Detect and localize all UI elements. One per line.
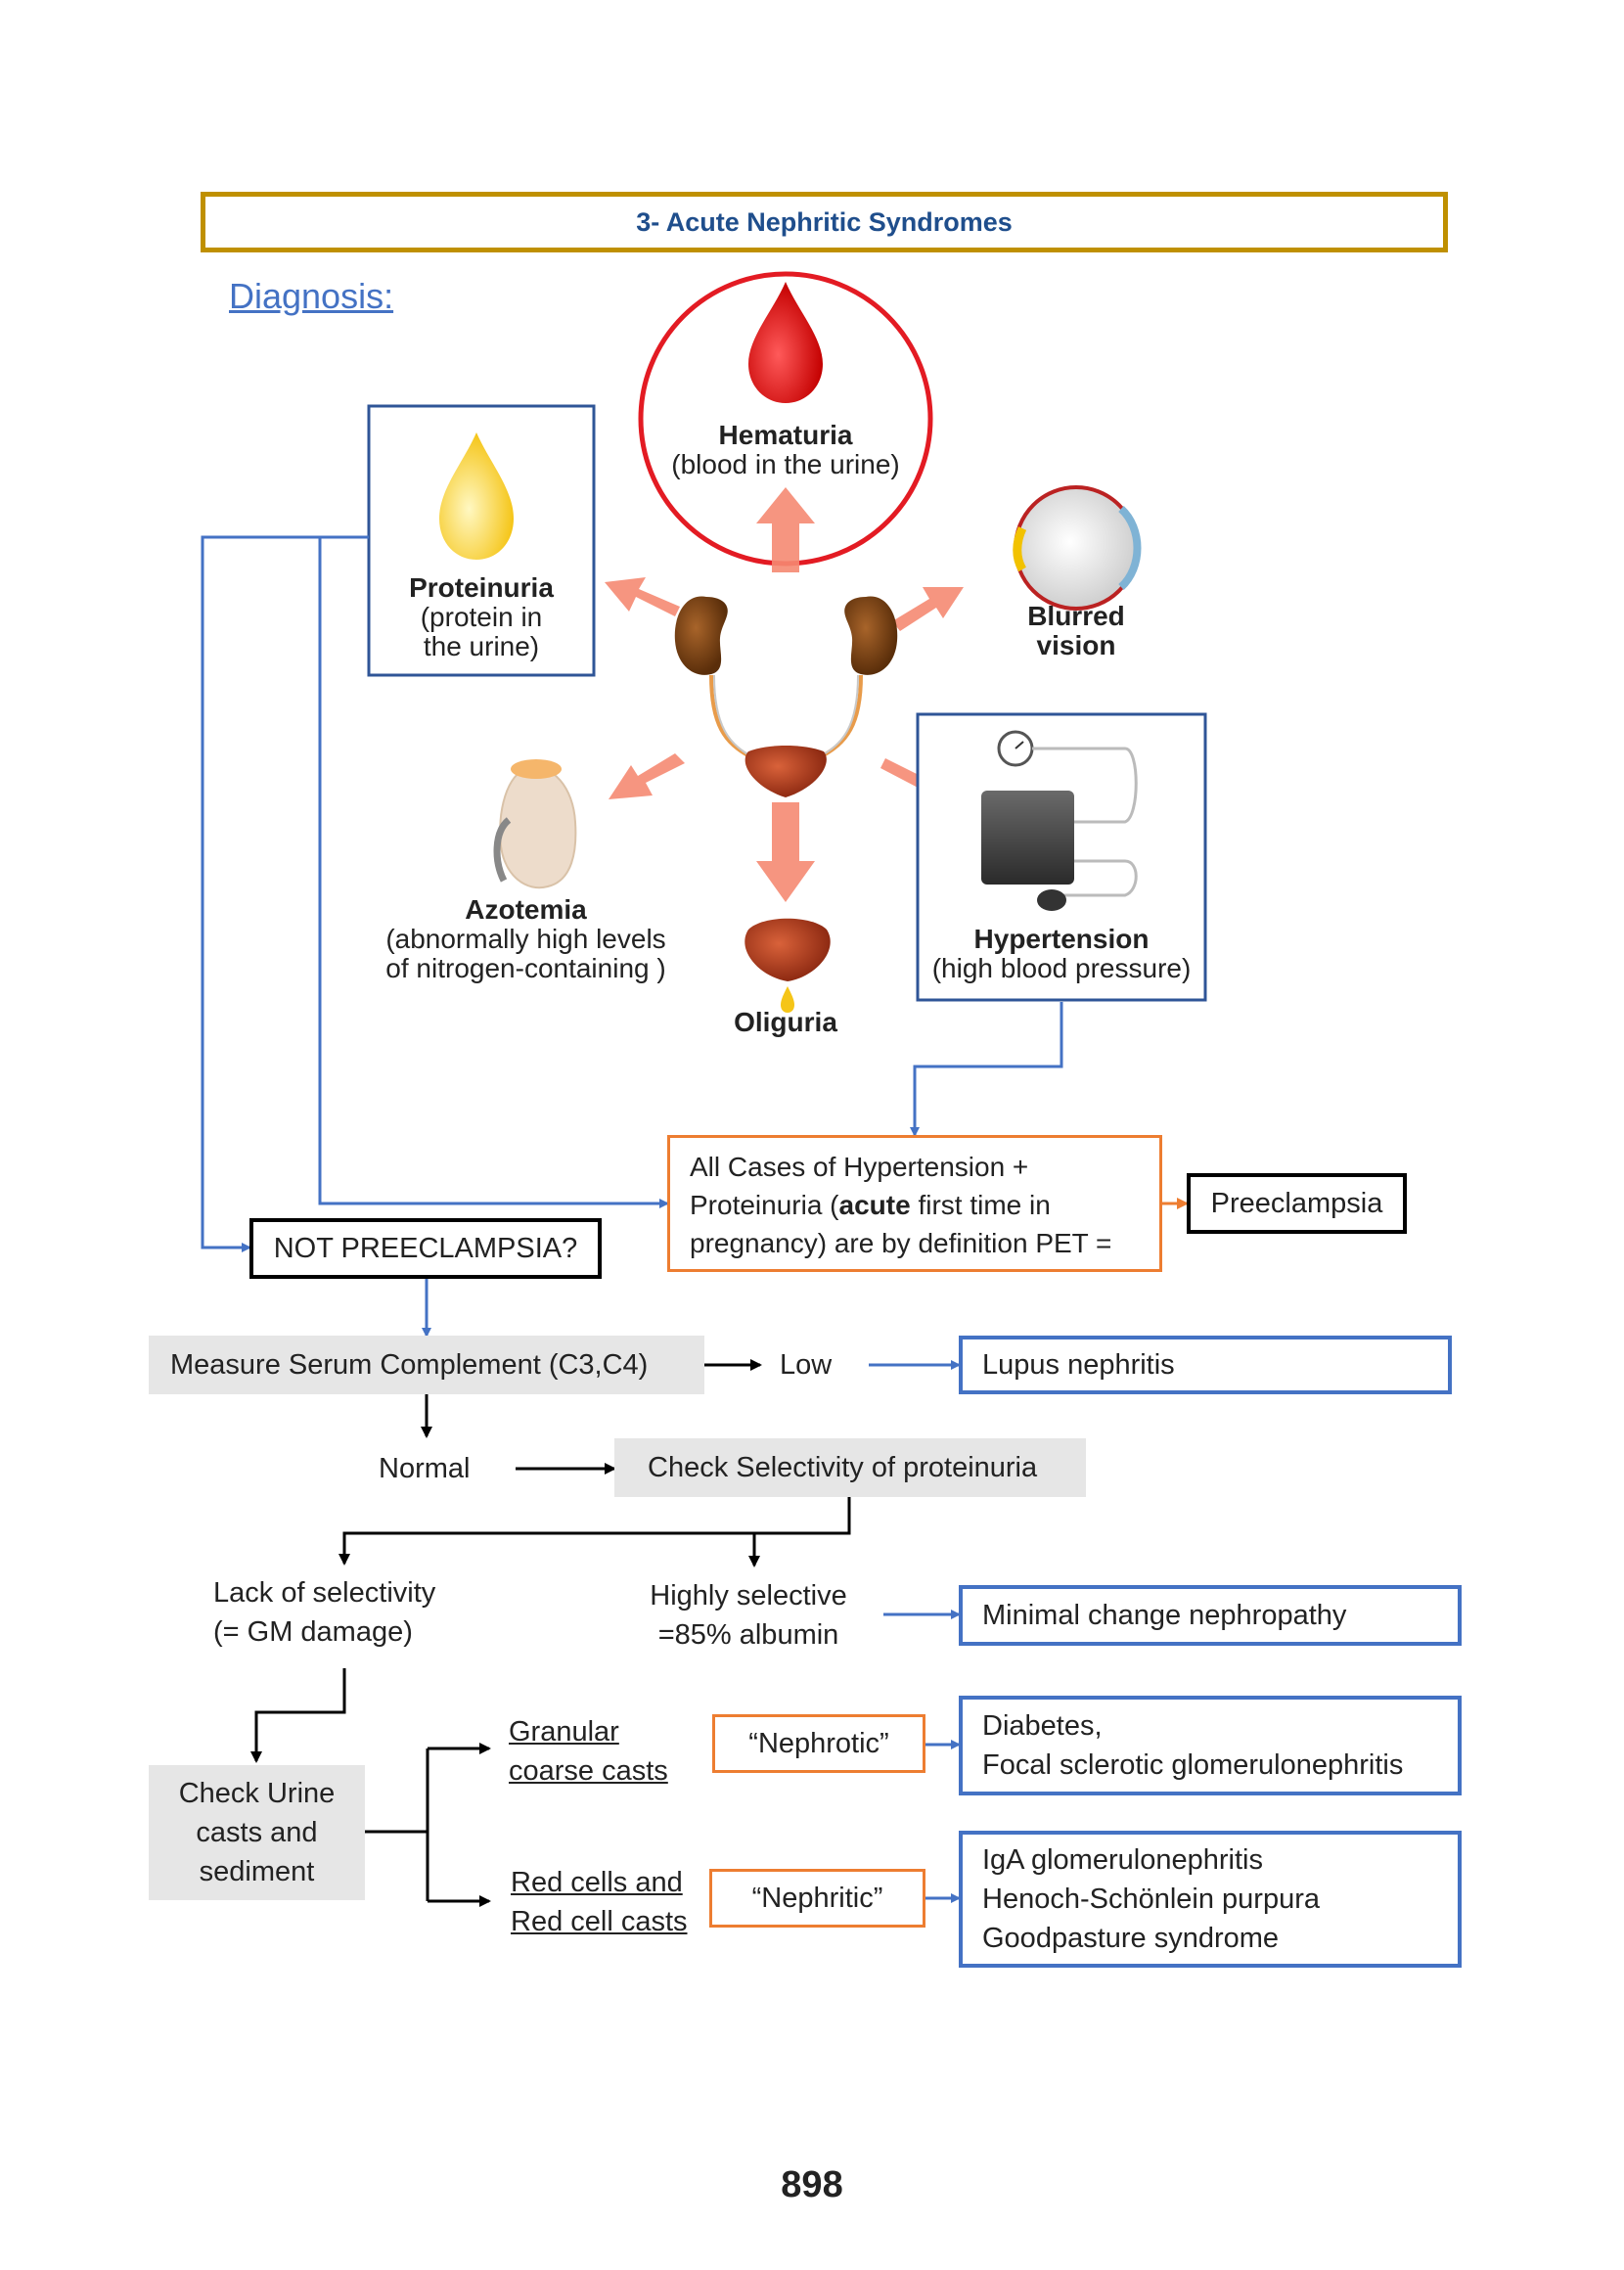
proteinuria-sub-1: (protein in	[420, 602, 543, 632]
check-urine-line-1: Check Urine	[178, 1778, 336, 1809]
section-title: 3- Acute Nephritic Syndromes	[201, 192, 1448, 252]
diabetes-box: Diabetes, Focal sclerotic glomerulonephr…	[959, 1696, 1462, 1795]
red-cells-line-2: Red cell casts	[511, 1906, 688, 1937]
arrow-upper-left	[605, 577, 680, 616]
check-urine-box: Check Urine casts and sediment	[149, 1765, 365, 1900]
eye-icon	[1013, 485, 1142, 611]
minimal-change-box: Minimal change nephropathy	[959, 1585, 1462, 1646]
normal-label: Normal	[379, 1453, 471, 1484]
arrow-up	[756, 487, 815, 572]
hematuria-title: Hematuria	[718, 420, 853, 450]
azotemia-sub-1: (abnormally high levels	[385, 924, 666, 954]
iga-line-1: IgA glomerulonephritis	[982, 1844, 1263, 1876]
diabetes-line-1: Diabetes,	[982, 1710, 1103, 1742]
right-kidney-icon	[844, 596, 898, 675]
proteinuria-label: Proteinuria (protein in the urine)	[372, 573, 591, 661]
blurred-vision-line-2: vision	[1036, 630, 1116, 660]
pet-line-3: pregnancy) are by definition PET =	[690, 1228, 1112, 1258]
bladder-icon	[744, 746, 827, 797]
blurred-vision-label: Blurred vision	[978, 602, 1174, 660]
pet-line-2-bold: acute	[838, 1190, 911, 1220]
iga-box: IgA glomerulonephritis Henoch-Schönlein …	[959, 1831, 1462, 1968]
pet-line-1: All Cases of Hypertension +	[690, 1152, 1029, 1182]
azotemia-icon	[493, 759, 577, 889]
proteinuria-title: Proteinuria	[409, 572, 554, 603]
lupus-box: Lupus nephritis	[959, 1336, 1452, 1394]
preeclampsia-box: Preeclampsia	[1187, 1173, 1407, 1234]
hematuria-sub: (blood in the urine)	[671, 449, 900, 479]
azotemia-title: Azotemia	[465, 894, 587, 925]
red-cells-line-1: Red cells and	[511, 1867, 683, 1898]
highly-selective-line-2: =85% albumin	[657, 1619, 839, 1651]
black-connectors	[250, 1359, 851, 1907]
arrow-lower-left	[609, 753, 685, 799]
low-label: Low	[780, 1349, 833, 1381]
nephrotic-box: “Nephrotic”	[712, 1714, 925, 1773]
diagnosis-label: Diagnosis:	[229, 276, 394, 316]
page-number: 898	[781, 2164, 843, 2205]
granular-label: Granular coarse casts	[509, 1712, 668, 1791]
pet-definition-box: All Cases of Hypertension + Proteinuria …	[667, 1135, 1162, 1272]
iga-line-3: Goodpasture syndrome	[982, 1923, 1280, 1954]
iga-line-2: Henoch-Schönlein purpura	[982, 1884, 1320, 1915]
lack-selectivity-line-1: Lack of selectivity	[213, 1577, 436, 1609]
nephritic-box: “Nephritic”	[709, 1869, 925, 1928]
pet-line-2: Proteinuria (acute first time in	[690, 1186, 1159, 1224]
azotemia-sub-2: of nitrogen-containing )	[385, 953, 666, 983]
azotemia-label: Azotemia (abnormally high levels of nitr…	[362, 895, 690, 983]
highly-selective-label: Highly selective =85% albumin	[636, 1576, 861, 1655]
oliguria-label: Oliguria	[688, 1008, 883, 1037]
hypertension-title: Hypertension	[973, 924, 1150, 954]
highly-selective-line-1: Highly selective	[650, 1580, 847, 1612]
measure-complement-box: Measure Serum Complement (C3,C4)	[149, 1336, 704, 1394]
symptom-arrows	[605, 487, 964, 902]
oliguria-icon	[744, 918, 831, 1013]
red-cells-label: Red cells and Red cell casts	[511, 1863, 688, 1941]
pet-line-2-b: first time in	[910, 1190, 1051, 1220]
hypertension-label: Hypertension (high blood pressure)	[920, 925, 1203, 983]
granular-line-2: coarse casts	[509, 1755, 668, 1787]
left-kidney-icon	[674, 596, 728, 675]
hematuria-label: Hematuria (blood in the urine)	[639, 421, 932, 479]
lack-selectivity-line-2: (= GM damage)	[213, 1616, 413, 1648]
blood-pressure-icon	[981, 730, 1138, 911]
diabetes-line-2: Focal sclerotic glomerulonephritis	[982, 1749, 1404, 1781]
hypertension-sub: (high blood pressure)	[931, 953, 1192, 983]
pet-line-2-a: Proteinuria (	[690, 1190, 839, 1220]
proteinuria-sub-2: the urine)	[423, 631, 540, 661]
not-preeclampsia-box: NOT PREECLAMPSIA?	[249, 1218, 602, 1279]
check-selectivity-box: Check Selectivity of proteinuria	[614, 1438, 1086, 1497]
granular-line-1: Granular	[509, 1716, 619, 1748]
blurred-vision-line-1: Blurred	[1027, 601, 1125, 631]
protein-drop-icon	[439, 432, 514, 560]
urinary-system-icon	[674, 596, 898, 797]
arrow-upper-right	[892, 587, 964, 631]
oliguria-title: Oliguria	[734, 1007, 837, 1037]
check-urine-line-2: casts and	[196, 1817, 318, 1848]
check-urine-line-3: sediment	[199, 1856, 315, 1887]
blue-connectors	[201, 535, 1063, 1903]
lack-selectivity-label: Lack of selectivity (= GM damage)	[213, 1573, 435, 1652]
blood-drop-icon	[748, 282, 823, 403]
arrow-down	[756, 802, 815, 902]
